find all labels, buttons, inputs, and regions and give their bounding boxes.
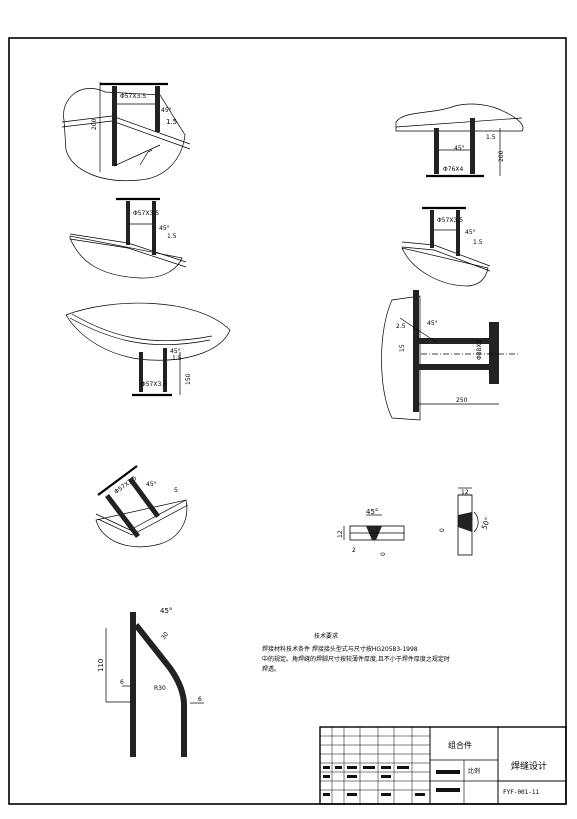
v5-height-label: 150 xyxy=(185,373,192,385)
v10-height-label: 110 xyxy=(97,659,105,672)
v1-gap-label: 1.5 xyxy=(166,118,177,126)
title-block-ratio-label: 比例 xyxy=(468,767,480,775)
v2-gap-label: 1.5 xyxy=(486,134,496,141)
v7-gap-label: 5 xyxy=(174,487,178,494)
v2-angle-label: 45° xyxy=(454,145,465,152)
v4-gap-label: 1.5 xyxy=(473,239,483,246)
v6-top-dim: 2.5 xyxy=(396,323,406,330)
v9-width-label: 12 xyxy=(461,489,469,496)
view-nozzle-3: Φ57X3.5 45° 1.5 xyxy=(69,197,187,279)
v3-gap-label: 1.5 xyxy=(167,233,177,240)
v2-pipe-label: Φ76X4 xyxy=(443,166,463,173)
notes-line-1: 焊接材料技术条件 焊接接头型式与尺寸按HG20583-1998 xyxy=(262,645,418,653)
v1-pipe-label: Φ57X3.5 xyxy=(120,93,146,100)
title-block-drawing-no: FYF-001-11 xyxy=(503,789,540,796)
v3-angle-label: 45° xyxy=(159,225,170,232)
v10-left-dim: 6 xyxy=(120,679,124,686)
v7-angle-label: 45° xyxy=(146,481,157,488)
v6-length-label: 250 xyxy=(456,397,468,404)
v5-pipe-label: Φ57X3.5 xyxy=(141,381,167,388)
notes-line-3: 焊透。 xyxy=(262,665,280,673)
view-nozzle-4: Φ57X3.5 45° 1.5 xyxy=(401,206,491,287)
title-block-drawing-title: 焊缝设计 xyxy=(511,760,547,772)
view-nozzle-2: Φ76X4 200 45° 1.5 xyxy=(395,103,524,178)
v6-side-dim: 15 xyxy=(399,344,406,352)
v6-angle-label: 45° xyxy=(427,320,438,327)
v8-tol-label: 0 xyxy=(380,552,387,556)
v5-angle-label: 45° xyxy=(170,348,181,355)
v10-right-dim: 6 xyxy=(198,696,202,703)
v9-angle-label: 50° xyxy=(480,516,492,530)
v1-angle-label: 45° xyxy=(161,107,172,114)
drawing-frame xyxy=(8,37,567,805)
title-block-assembly: 组合件 xyxy=(448,740,472,750)
view-bent-pipe-10: 45° 110 6 R30 6 30 xyxy=(97,607,204,757)
v6-bore-label: Φ88X5 xyxy=(476,340,483,360)
view-weld-detail-8: 45° 12 2 0 xyxy=(337,508,405,556)
view-nozzle-7: Φ57X3.5 45° 5 xyxy=(95,465,189,548)
technical-notes: 技术要求 焊接材料技术条件 焊接接头型式与尺寸按HG20583-1998 中的规… xyxy=(262,632,450,673)
notes-line-2: 中的规定。角焊缝的焊脚尺寸按较薄件厚度,且不小于焊件厚度之规定时 xyxy=(262,655,450,663)
v9-tol-label: 0 xyxy=(439,528,446,532)
view-nozzle-5: Φ57X3.5 150 45° 1.5 xyxy=(65,302,231,397)
v4-pipe-label: Φ57X3.5 xyxy=(437,217,463,224)
view-weld-detail-9: 12 0 50° xyxy=(439,487,492,556)
v3-pipe-label: Φ57X3.5 xyxy=(133,210,159,217)
view-nozzle-6: 2.5 15 Φ88X5 250 45° xyxy=(381,290,520,421)
v8-angle-label: 45° xyxy=(366,508,378,516)
v2-height-label: 200 xyxy=(498,150,505,162)
v8-gap-label: 2 xyxy=(352,547,356,554)
v10-radius-label: R30 xyxy=(154,685,166,692)
v4-angle-label: 45° xyxy=(465,229,476,236)
v1-height-label: 200 xyxy=(91,118,98,130)
notes-title: 技术要求 xyxy=(314,632,338,640)
v10-slant-dim: 30 xyxy=(160,631,170,641)
v5-gap-label: 1.5 xyxy=(172,355,182,362)
v10-angle-label: 45° xyxy=(160,607,172,615)
v8-depth-label: 12 xyxy=(337,530,344,538)
view-nozzle-1: Φ57X3.5 200 45° 1.5 xyxy=(61,82,191,182)
title-block: 组合件 焊缝设计 FYF-001-11 比例 xyxy=(319,726,567,805)
